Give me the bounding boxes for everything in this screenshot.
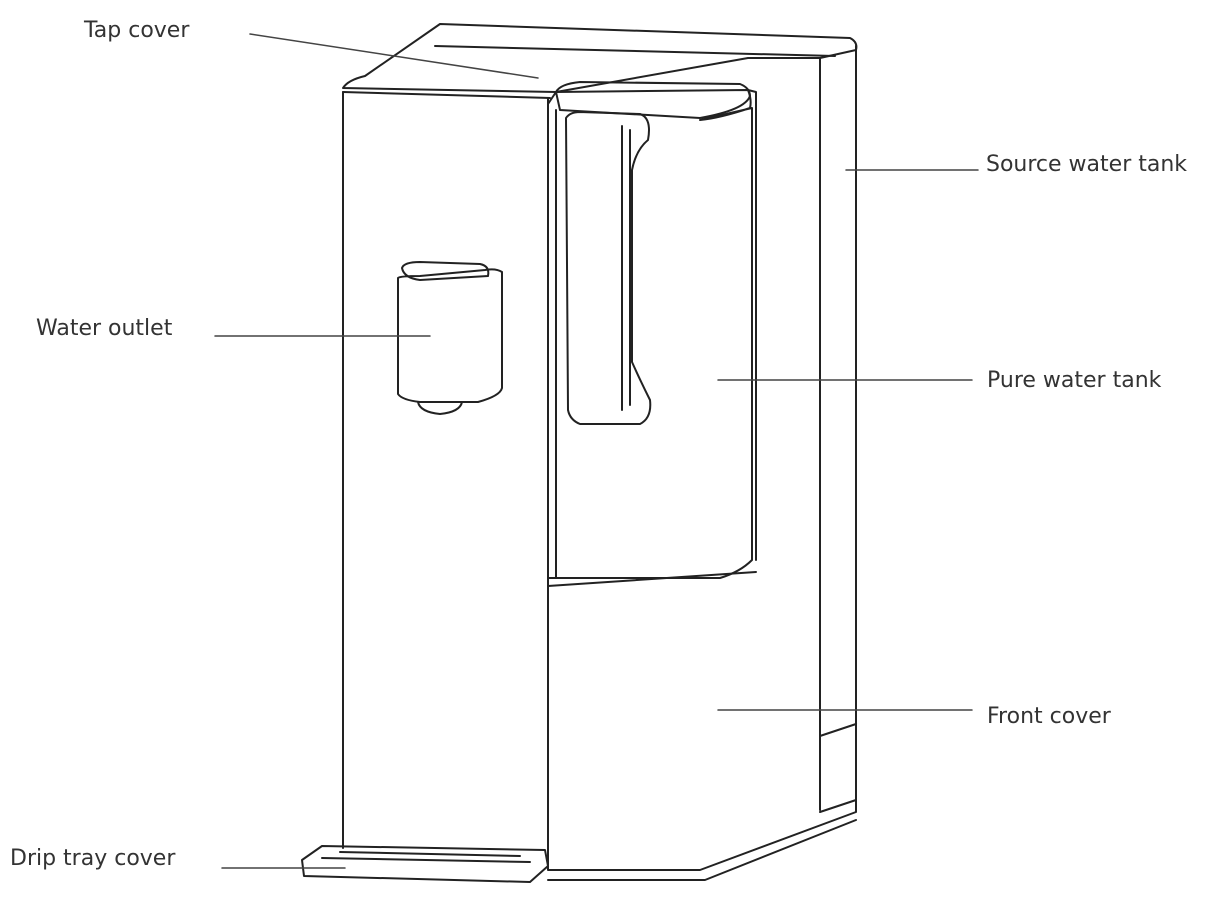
label-front-cover: Front cover [987, 704, 1111, 729]
label-source-water-tank: Source water tank [986, 152, 1188, 177]
left-body-panel [342, 91, 549, 849]
water-outlet-top [401, 261, 490, 281]
drip-tray-grate [321, 851, 531, 863]
pure-water-tank [547, 89, 753, 579]
top-lid-rear-edge [434, 45, 836, 57]
source-tank-detail [819, 723, 857, 737]
label-water-outlet: Water outlet [36, 316, 173, 341]
front-cover [547, 571, 857, 871]
label-tap-cover: Tap cover [84, 18, 190, 43]
water-outlet-body [397, 268, 503, 403]
tank-handle [565, 111, 652, 425]
leader-tap-cover [249, 33, 539, 79]
water-outlet-nozzle [417, 401, 463, 415]
leader-lines [214, 33, 979, 869]
top-lid-front-edge [342, 91, 551, 99]
base-edge [547, 819, 857, 881]
drip-tray [301, 845, 549, 883]
source-water-tank [747, 45, 857, 813]
tank-handle-inner [621, 125, 631, 411]
label-drip-tray-cover: Drip tray cover [10, 846, 176, 871]
label-pure-water-tank: Pure water tank [987, 368, 1162, 393]
